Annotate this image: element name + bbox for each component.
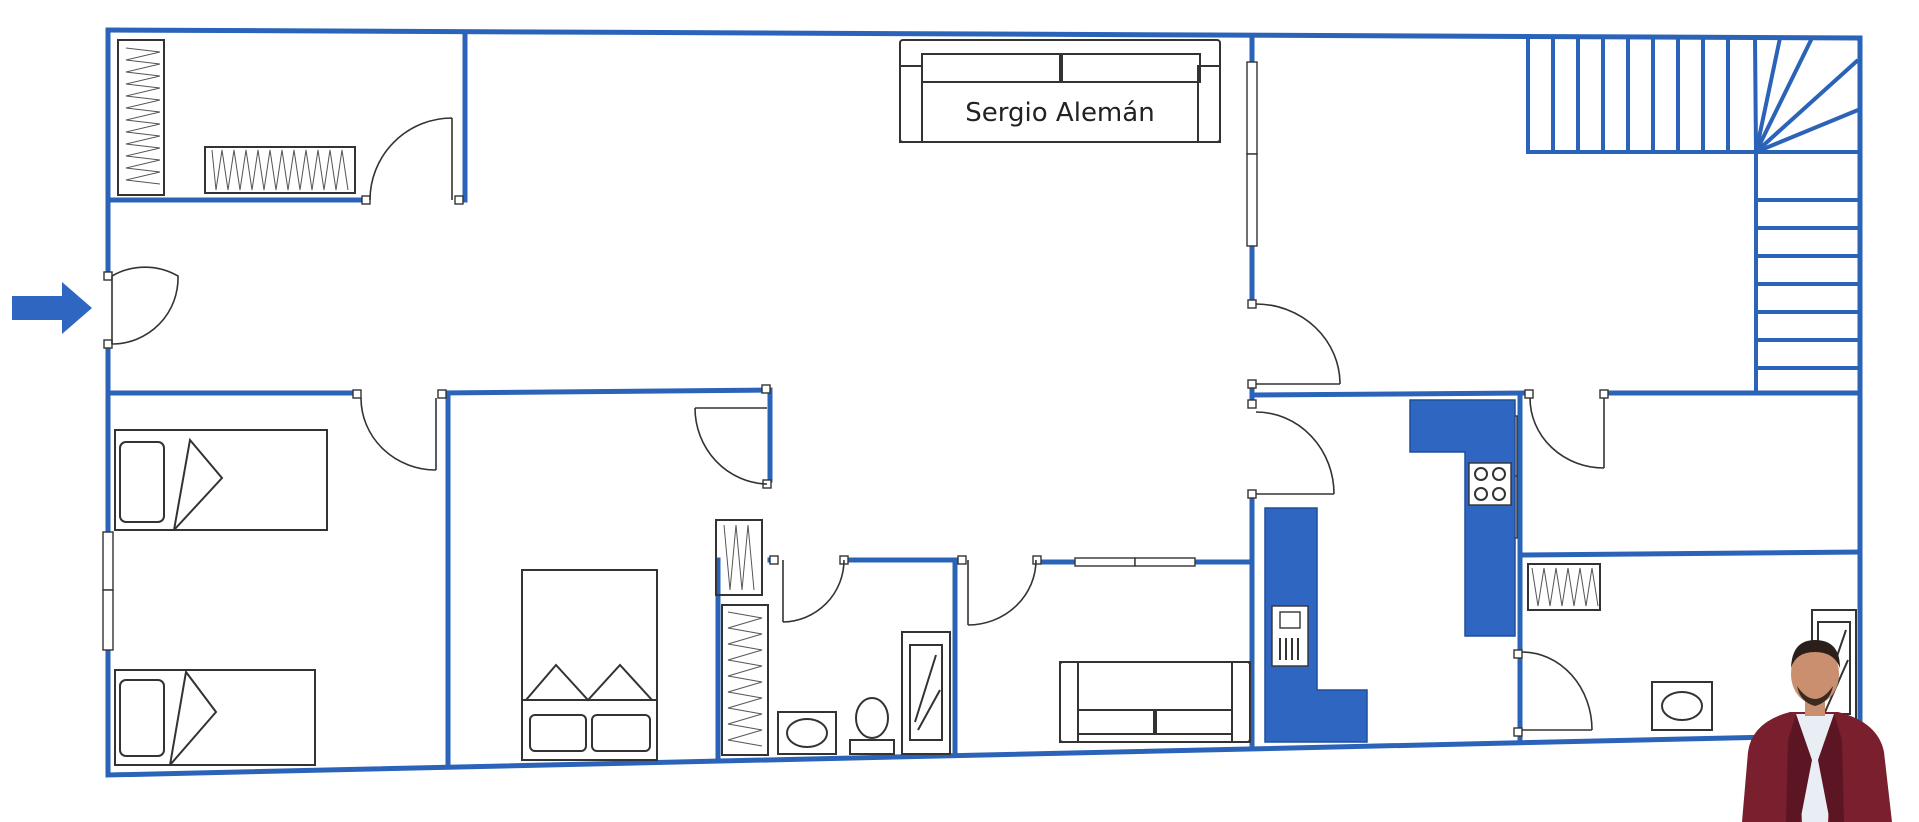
double-bed	[521, 569, 658, 761]
staircase	[1526, 37, 1860, 393]
sofa-top: Sergio Alemán	[899, 39, 1221, 143]
bathroom-1-fixtures	[777, 631, 951, 755]
closets	[117, 39, 1601, 756]
doors	[103, 117, 1609, 737]
kitchen	[1264, 399, 1516, 743]
interior-walls	[105, 29, 1863, 768]
sofa-label: Sergio Alemán	[965, 98, 1154, 128]
entrance-arrow-icon	[12, 282, 92, 334]
single-bed-1	[114, 429, 328, 531]
single-bed-2	[114, 669, 316, 766]
sofa-bottom	[1059, 661, 1251, 743]
agent-photo	[1742, 640, 1892, 822]
